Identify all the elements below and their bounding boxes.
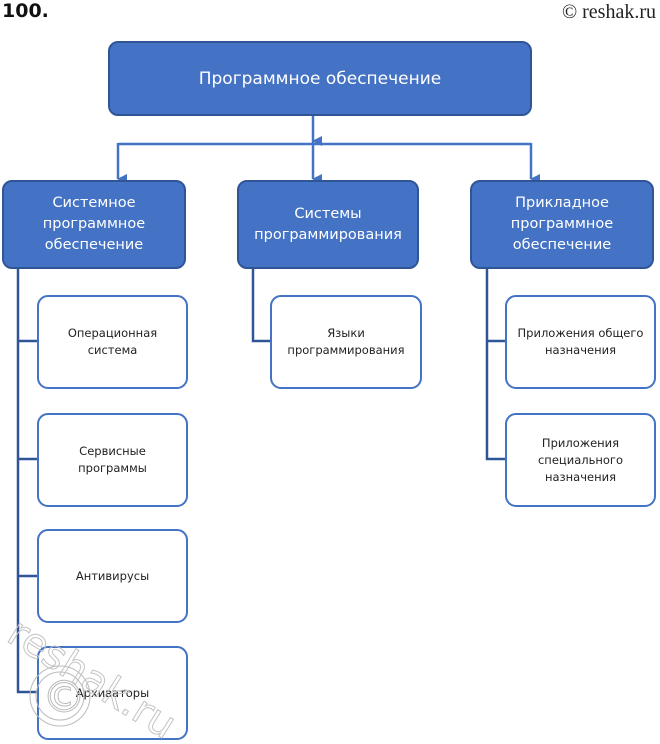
child-archivers: Архиваторы — [37, 646, 188, 740]
child-label: Антивирусы — [75, 568, 150, 583]
child-label: Сервисные программы — [78, 444, 147, 475]
category-system-software: Системное программное обеспечение — [2, 180, 186, 269]
spine-system — [16, 269, 37, 694]
category-label: Прикладное программное обеспечение — [510, 195, 614, 253]
child-label: Операционная система — [67, 326, 158, 357]
child-special-purpose-apps: Приложения специального назначения — [505, 413, 656, 507]
child-antivirus: Антивирусы — [37, 529, 188, 623]
category-label: Системное программное обеспечение — [42, 195, 146, 253]
child-label: Языки программирования — [287, 326, 405, 357]
spine-applied — [485, 269, 505, 461]
child-label: Приложения общего назначения — [517, 326, 644, 357]
copyright-label: © reshak.ru — [561, 1, 656, 23]
child-service-programs: Сервисные программы — [37, 413, 188, 507]
root-node: Программное обеспечение — [108, 41, 532, 116]
child-operating-system: Операционная система — [37, 295, 188, 389]
spine-programming — [251, 269, 270, 343]
child-programming-languages: Языки программирования — [270, 295, 422, 389]
category-label: Системы программирования — [254, 205, 402, 243]
problem-number: 100. — [2, 0, 49, 22]
child-label: Архиваторы — [75, 685, 150, 700]
root-label: Программное обеспечение — [198, 68, 442, 89]
category-applied-software: Прикладное программное обеспечение — [470, 180, 654, 269]
child-general-purpose-apps: Приложения общего назначения — [505, 295, 656, 389]
category-programming-systems: Системы программирования — [237, 180, 419, 269]
child-label: Приложения специального назначения — [537, 435, 624, 484]
